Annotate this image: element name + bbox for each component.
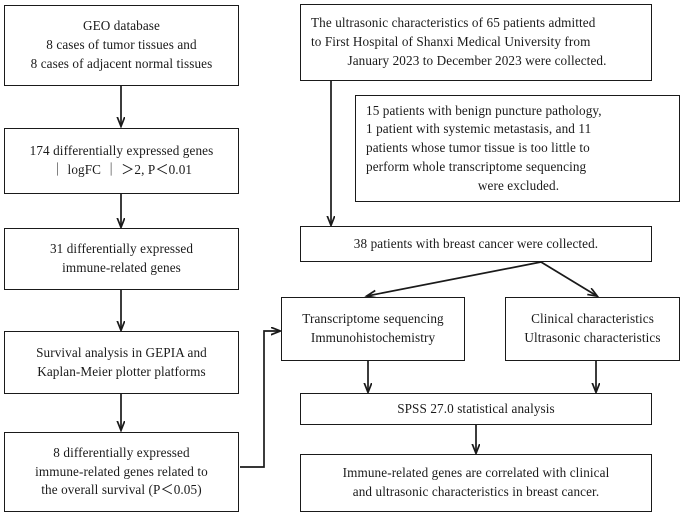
edge-patients38-to-transcriptome [367, 261, 542, 296]
node-conclusion: Immune-related genes are correlated with… [300, 454, 652, 512]
node-deg-8-survival-line-2: the overall survival (P＜0.05) [41, 482, 202, 498]
node-exclusions-line-4: were excluded. [477, 177, 560, 193]
node-clinical: Clinical characteristics Ultrasonic char… [505, 297, 680, 361]
node-spss-line-0: SPSS 27.0 statistical analysis [397, 400, 555, 416]
node-deg-31-immune-line-0: 31 differentially expressed [49, 241, 194, 257]
node-transcriptome-line-0: Transcriptome sequencing [302, 311, 444, 327]
node-deg-174: 174 differentially expressed genes ｜ log… [4, 128, 239, 194]
node-deg-174-line-1: ｜ logFC ｜ ＞2, P＜0.01 [50, 162, 193, 177]
node-patients-38-line-0: 38 patients with breast cancer were coll… [353, 235, 599, 251]
node-deg-31-immune-line-1: immune-related genes [62, 260, 181, 275]
node-spss: SPSS 27.0 statistical analysis [300, 393, 652, 425]
node-geo-database-line-2: 8 cases of adjacent normal tissues [30, 55, 213, 71]
node-survival-analysis-line-0: Survival analysis in GEPIA and [36, 344, 207, 360]
node-deg-8-survival-line-1: immune-related genes related to [35, 463, 208, 479]
node-exclusions: 15 patients with benign puncture patholo… [355, 95, 680, 202]
node-ultrasonic-cohort: The ultrasonic characteristics of 65 pat… [300, 4, 652, 81]
edge-deg8-to-transcriptome [240, 331, 280, 468]
node-clinical-line-1: Ultrasonic characteristics [524, 330, 661, 345]
node-exclusions-line-2: patients whose tumor tissue is too littl… [366, 140, 590, 156]
node-geo-database: GEO database 8 cases of tumor tissues an… [4, 5, 239, 86]
node-exclusions-line-0: 15 patients with benign puncture patholo… [366, 102, 602, 118]
node-conclusion-line-0: Immune-related genes are correlated with… [342, 465, 610, 481]
node-ultrasonic-cohort-line-1: to First Hospital of Shanxi Medical Univ… [311, 34, 591, 50]
edge-patients38-to-clinical [540, 261, 597, 296]
node-transcriptome-line-1: Immunohistochemistry [310, 330, 436, 345]
node-patients-38: 38 patients with breast cancer were coll… [300, 226, 652, 262]
node-deg-31-immune: 31 differentially expressed immune-relat… [4, 228, 239, 290]
node-ultrasonic-cohort-line-2: January 2023 to December 2023 were colle… [347, 52, 607, 68]
node-clinical-line-0: Clinical characteristics [531, 311, 654, 327]
node-deg-174-line-0: 174 differentially expressed genes [29, 143, 214, 159]
node-deg-8-survival-line-0: 8 differentially expressed [53, 444, 190, 460]
node-geo-database-line-0: GEO database [83, 18, 160, 34]
node-exclusions-line-3: perform whole transcriptome sequencing [366, 158, 587, 174]
node-exclusions-line-1: 1 patient with systemic metastasis, and … [366, 121, 592, 137]
node-survival-analysis: Survival analysis in GEPIA and Kaplan-Me… [4, 331, 239, 394]
node-deg-8-survival: 8 differentially expressed immune-relate… [4, 432, 239, 512]
node-transcriptome: Transcriptome sequencing Immunohistochem… [281, 297, 465, 361]
node-geo-database-line-1: 8 cases of tumor tissues and [46, 37, 197, 53]
node-ultrasonic-cohort-line-0: The ultrasonic characteristics of 65 pat… [311, 15, 596, 31]
node-conclusion-line-1: and ultrasonic characteristics in breast… [352, 484, 600, 499]
node-survival-analysis-line-1: Kaplan-Meier plotter platforms [37, 363, 206, 379]
